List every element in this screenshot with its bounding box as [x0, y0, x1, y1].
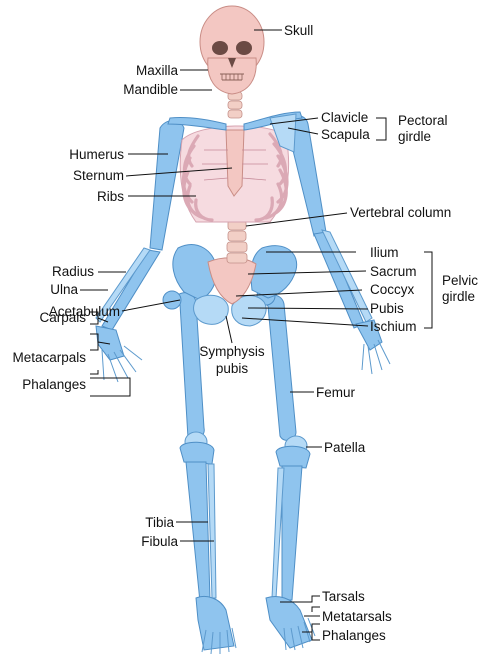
label-pubis: Pubis: [370, 301, 404, 316]
label-metacarpals: Metacarpals: [12, 350, 86, 365]
label-symphysis-pubis-1: Symphysis: [199, 344, 265, 359]
label-pelvic-girdle-2: girdle: [442, 289, 475, 304]
label-clavicle: Clavicle: [321, 110, 368, 125]
rib-cage: [179, 125, 290, 223]
label-pectoral-girdle-1: Pectoral: [398, 113, 448, 128]
label-skull: Skull: [284, 23, 313, 38]
label-pectoral-girdle-2: girdle: [398, 129, 431, 144]
label-carpals: Carpals: [39, 310, 86, 325]
leader-lines: [80, 29, 433, 641]
label-phalanges-foot: Phalanges: [322, 628, 386, 643]
label-tibia: Tibia: [145, 515, 174, 530]
skeleton-illustration: [95, 5, 391, 655]
label-coccyx: Coccyx: [370, 282, 415, 297]
label-humerus: Humerus: [69, 147, 124, 162]
label-mandible: Mandible: [123, 82, 178, 97]
label-ischium: Ischium: [370, 319, 417, 334]
label-symphysis-pubis-2: pubis: [216, 361, 249, 376]
label-metatarsals: Metatarsals: [322, 609, 392, 624]
label-scapula: Scapula: [321, 127, 370, 142]
label-ilium: Ilium: [370, 245, 399, 260]
label-acetabulum: Acetabulum: [49, 304, 120, 319]
label-ulna: Ulna: [50, 282, 78, 297]
label-fibula: Fibula: [141, 534, 178, 549]
label-maxilla: Maxilla: [136, 63, 179, 78]
pelvis: [172, 244, 298, 327]
label-sacrum: Sacrum: [370, 264, 417, 279]
label-tarsals: Tarsals: [322, 589, 365, 604]
label-sternum: Sternum: [73, 168, 124, 183]
labels: Skull Maxilla Mandible Clavicle Scapula …: [12, 23, 478, 643]
label-patella: Patella: [324, 440, 366, 455]
label-ribs: Ribs: [97, 189, 124, 204]
leg-bones: [162, 286, 316, 655]
skull: [199, 5, 265, 95]
label-pelvic-girdle-1: Pelvic: [442, 273, 478, 288]
label-phalanges-hand: Phalanges: [22, 377, 86, 392]
arm-bones: [95, 115, 391, 383]
label-radius: Radius: [52, 264, 94, 279]
label-vertebral-column: Vertebral column: [350, 205, 451, 220]
label-femur: Femur: [316, 385, 356, 400]
